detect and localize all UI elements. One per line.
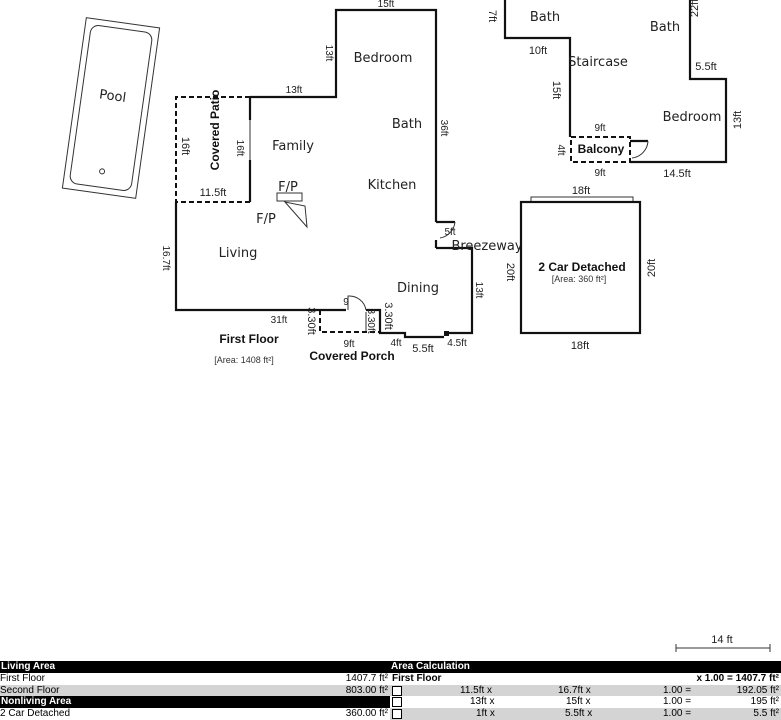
table-row: Second Floor 803.00 ft² bbox=[0, 684, 390, 697]
section-row: First Floor x 1.00 = 1407.7 ft² bbox=[390, 673, 781, 685]
first-floor-title: First Floor bbox=[219, 332, 279, 346]
table-header: Area Calculation bbox=[390, 661, 781, 673]
table-row: 2 Car Detached 360.00 ft² bbox=[0, 708, 390, 720]
cell: 1.00 = bbox=[663, 708, 692, 720]
row-label: 2 Car Detached bbox=[0, 708, 71, 720]
room-family: Family bbox=[272, 139, 314, 154]
dim-label: 18ft bbox=[572, 185, 590, 197]
dim-label: 13ft bbox=[323, 45, 334, 62]
room-living: Living bbox=[219, 246, 258, 261]
row-checkbox[interactable] bbox=[392, 697, 402, 708]
dim-label: 4.5ft bbox=[447, 338, 467, 349]
fireplace-label-2: F/P bbox=[256, 212, 276, 227]
cell: 1.00 = bbox=[663, 684, 692, 696]
section-total: x 1.00 = 1407.7 ft² bbox=[696, 672, 779, 684]
row-label: First Floor bbox=[0, 672, 45, 684]
row-checkbox[interactable] bbox=[392, 685, 402, 696]
garage-area: [Area: 360 ft²] bbox=[552, 274, 607, 284]
dim-label: 10ft bbox=[529, 45, 547, 57]
cell: 1.00 = bbox=[663, 696, 692, 708]
dim-label: 15ft bbox=[550, 81, 562, 99]
room-staircase: Staircase bbox=[568, 55, 628, 70]
dim-label: 13ft bbox=[473, 282, 484, 299]
dim-label: 3.30ft bbox=[365, 308, 376, 333]
row-value: 1407.7 ft² bbox=[345, 672, 388, 684]
room-covered-patio: Covered Patio bbox=[208, 90, 222, 171]
table-row: 11.5ft x 16.7ft x 1.00 = 192.05 ft² bbox=[390, 684, 781, 697]
cell: 16.7ft x bbox=[558, 684, 591, 696]
garage bbox=[519, 196, 642, 335]
room-bath: Bath bbox=[392, 117, 422, 132]
table-row: 13ft x 15ft x 1.00 = 195 ft² bbox=[390, 696, 781, 708]
dim-label: 9 bbox=[343, 297, 349, 308]
garage-title: 2 Car Detached bbox=[538, 260, 625, 274]
dim-label: 9ft bbox=[594, 123, 605, 134]
table-row: First Floor 1407.7 ft² bbox=[0, 673, 390, 685]
pool-label: Pool bbox=[98, 87, 127, 106]
first-floor-area: [Area: 1408 ft²] bbox=[214, 355, 274, 365]
row-value: 803.00 ft² bbox=[345, 684, 388, 696]
dim-label: 16ft bbox=[179, 137, 191, 155]
cell: 15ft x bbox=[566, 696, 591, 708]
dim-label: 20ft bbox=[504, 263, 516, 281]
room-bath-upper: Bath bbox=[530, 10, 560, 25]
living-area-table: Living Area First Floor 1407.7 ft² Second… bbox=[0, 661, 390, 720]
room-balcony: Balcony bbox=[578, 142, 625, 156]
dim-label: 16.7ft bbox=[160, 245, 171, 270]
dim-label: 13ft bbox=[732, 111, 744, 129]
fireplace-label: F/P bbox=[278, 180, 298, 195]
room-covered-porch: Covered Porch bbox=[309, 349, 394, 363]
dim-label: 15ft bbox=[378, 0, 395, 10]
first-floor-walls bbox=[174, 8, 474, 339]
dim-label: 22ft bbox=[689, 0, 701, 17]
cell: 195 ft² bbox=[750, 696, 779, 708]
dim-label: 14.5ft bbox=[663, 168, 691, 180]
row-value: 360.00 ft² bbox=[345, 708, 388, 720]
dim-label: 16ft bbox=[234, 140, 245, 157]
area-calculation-table: Area Calculation First Floor x 1.00 = 140… bbox=[390, 661, 781, 720]
dim-label: 9ft bbox=[594, 168, 605, 179]
dim-label: 4ft bbox=[390, 338, 401, 349]
table-row: 1ft x 5.5ft x 1.00 = 5.5 ft² bbox=[390, 708, 781, 720]
room-bedroom: Bedroom bbox=[354, 51, 413, 66]
section-label: First Floor bbox=[392, 672, 442, 684]
scale-label: 14 ft bbox=[711, 634, 732, 646]
cell: 5.5ft x bbox=[565, 708, 593, 720]
floor-plan-sketch: Pool Bedroom Bath Family Kitchen Living … bbox=[61, 0, 771, 652]
dim-label: 5.5ft bbox=[695, 61, 716, 73]
dim-label: 4ft bbox=[555, 144, 566, 155]
room-dining: Dining bbox=[397, 281, 439, 296]
cell: 5.5 ft² bbox=[753, 708, 779, 720]
room-bedroom-upper: Bedroom bbox=[663, 110, 722, 125]
dim-label: 31ft bbox=[271, 315, 288, 326]
pool: Pool bbox=[61, 17, 161, 199]
dim-label: 11.5ft bbox=[200, 187, 227, 199]
cell: 13ft x bbox=[470, 696, 495, 708]
dim-label: 3.30ft bbox=[382, 302, 394, 330]
room-breezeway: Breezeway bbox=[451, 239, 522, 254]
dim-label: 18ft bbox=[571, 340, 589, 352]
dim-label: 13ft bbox=[286, 85, 303, 96]
dim-label: 3.30ft bbox=[305, 307, 317, 335]
dim-label: 7ft bbox=[486, 10, 498, 22]
room-bath-upper-2: Bath bbox=[650, 20, 680, 35]
cell: 1ft x bbox=[476, 708, 495, 720]
table-header: Living Area bbox=[0, 661, 390, 673]
cell: 192.05 ft² bbox=[736, 684, 779, 696]
row-label: Second Floor bbox=[0, 684, 60, 696]
room-kitchen: Kitchen bbox=[368, 178, 417, 193]
dim-label: 9ft bbox=[343, 339, 354, 350]
scale-bar bbox=[675, 644, 771, 652]
dim-label: 5.5ft bbox=[412, 343, 433, 355]
dim-label: 20ft bbox=[646, 259, 658, 277]
table-header: Nonliving Area bbox=[0, 696, 390, 709]
dim-label: 5ft bbox=[444, 227, 455, 238]
cell: 11.5ft x bbox=[460, 684, 493, 696]
second-floor-walls bbox=[503, 0, 728, 164]
dim-label: 36ft bbox=[438, 120, 449, 137]
row-checkbox[interactable] bbox=[392, 709, 402, 720]
